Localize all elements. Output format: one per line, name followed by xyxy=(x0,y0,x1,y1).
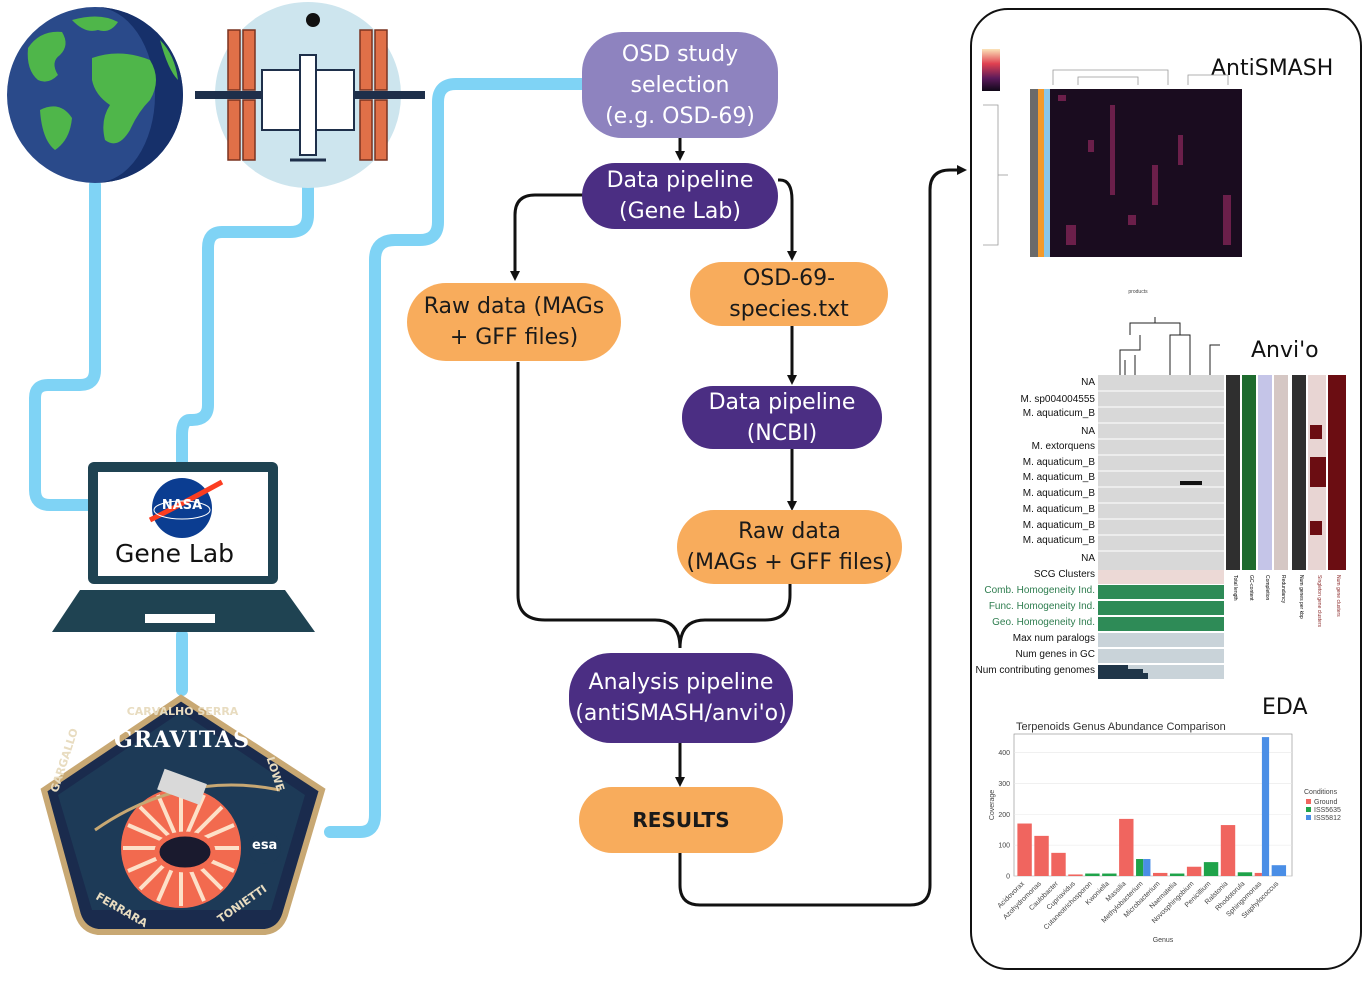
anvio-dendrogram xyxy=(1119,317,1220,375)
anvio-heatmap xyxy=(1098,375,1346,679)
osd-selection-node: OSD study selection (e.g. OSD-69) xyxy=(582,32,778,138)
analysis-pipeline-node: Analysis pipeline (antiSMASH/anvi'o) xyxy=(569,653,793,743)
y-tick-label: 200 xyxy=(998,812,1010,819)
bar-ground xyxy=(1119,818,1134,876)
bar-iss5635 xyxy=(1085,873,1100,876)
anvio-row-label: M. extorquens xyxy=(1031,441,1095,452)
antismash-xaxis-label: products xyxy=(1128,289,1148,295)
antismash-title: AntiSMASH xyxy=(1211,56,1334,81)
anvio-layer-label: Num genes in GC xyxy=(1015,649,1095,660)
anvio-column-label: Singleton gene clusters xyxy=(1316,575,1322,627)
earth-icon xyxy=(7,7,183,183)
y-axis-label: Coverage xyxy=(989,790,996,820)
anvio-layer-label: Func. Homogeneity Ind. xyxy=(988,601,1095,612)
bar-ground xyxy=(1186,866,1202,876)
anvio-row-label: M. aquaticum_B xyxy=(1022,488,1095,499)
anvio-column-label: Completion xyxy=(1264,575,1270,601)
esa-logo-text: esa xyxy=(252,838,278,853)
y-tick-label: 300 xyxy=(998,781,1010,788)
legend-label: Ground xyxy=(1314,799,1337,806)
anvio-row-label: M. aquaticum_B xyxy=(1022,520,1095,531)
anvio-column-label: GC-content xyxy=(1248,575,1254,601)
anvio-row-labels: NA M. sp004004555 M. aquaticum_B NA M. e… xyxy=(978,375,1095,570)
y-tick-label: 400 xyxy=(998,750,1010,757)
anvio-column-label: Num genes per kbp xyxy=(1298,575,1304,619)
legend-swatch xyxy=(1306,807,1311,812)
results-node: RESULTS xyxy=(579,787,783,853)
bar-ground xyxy=(1051,852,1066,876)
raw-data-left-node: Raw data (MAGs + GFF files) xyxy=(407,283,621,361)
laptop-label: Gene Lab xyxy=(115,539,235,568)
y-tick-label: 100 xyxy=(998,843,1010,850)
gravitas-patch-icon xyxy=(40,694,326,935)
anvio-layer-label: Geo. Homogeneity Ind. xyxy=(992,617,1095,628)
anvio-layer-label: Num contributing genomes xyxy=(975,665,1095,676)
anvio-row-label: M. aquaticum_B xyxy=(1022,535,1095,546)
raw-data-right-node: Raw data (MAGs + GFF files) xyxy=(677,510,902,584)
nasa-label: NASA xyxy=(161,498,203,513)
bar-iss5812 xyxy=(1143,859,1151,876)
anvio-column-labels: Total length GC-content Completion Redun… xyxy=(1226,575,1351,630)
patch-title-text: GRAVITAS xyxy=(113,727,251,753)
anvio-row-label: NA xyxy=(1081,426,1095,437)
anvio-column-label: Redundancy xyxy=(1280,575,1286,604)
anvio-row-label: NA xyxy=(1081,553,1095,564)
anvio-layer-label: Max num paralogs xyxy=(1012,633,1095,644)
legend-swatch xyxy=(1306,799,1311,804)
anvio-row-label: M. aquaticum_B xyxy=(1022,504,1095,515)
anvio-row-label: M. aquaticum_B xyxy=(1022,457,1095,468)
bar-iss5635 xyxy=(1203,862,1219,876)
anvio-row-label: M. aquaticum_B xyxy=(1022,472,1095,483)
y-tick-label: 0 xyxy=(1006,874,1010,881)
chart-title: Terpenoids Genus Abundance Comparison xyxy=(1016,721,1226,733)
bar-ground xyxy=(1220,825,1236,876)
legend-label: ISS5812 xyxy=(1314,815,1341,822)
bar-ground xyxy=(1034,835,1049,876)
antismash-heatmap: products xyxy=(982,49,1242,295)
anvio-row-label: M. aquaticum_B xyxy=(1022,408,1095,419)
nasa-logo-icon xyxy=(148,478,224,538)
bar-ground xyxy=(1254,872,1262,876)
bar-ground xyxy=(1017,823,1032,876)
anvio-title: Anvi'o xyxy=(1251,338,1319,363)
bar-iss5635 xyxy=(1237,872,1253,876)
anvio-column-label: Num gene clusters xyxy=(1335,575,1341,617)
data-lines xyxy=(29,78,588,838)
plot-area xyxy=(1013,733,1293,877)
eda-title: EDA xyxy=(1262,695,1308,720)
legend-title: Conditions xyxy=(1304,789,1338,796)
legend-label: ISS5635 xyxy=(1314,807,1341,814)
anvio-row-label: M. sp004004555 xyxy=(1020,394,1095,405)
x-axis-label: Genus xyxy=(1153,937,1174,944)
bar-iss5812 xyxy=(1271,865,1287,876)
bar-ground xyxy=(1153,872,1168,876)
anvio-layer-label: SCG Clusters xyxy=(1033,569,1095,580)
bar-iss5812 xyxy=(1261,737,1270,876)
anvio-layer-label: Comb. Homogeneity Ind. xyxy=(984,585,1095,596)
patch-top-text: CARVALHO SERRA xyxy=(126,705,239,718)
bar-ground xyxy=(1068,874,1083,876)
space-station-icon xyxy=(195,2,425,188)
eda-bar-chart: Terpenoids Genus Abundance Comparison 0 10… xyxy=(989,721,1341,944)
anvio-row-label: NA xyxy=(1081,377,1095,388)
bar-iss5635 xyxy=(1169,873,1185,876)
species-file-node: OSD-69- species.txt xyxy=(690,262,888,326)
legend-swatch xyxy=(1306,815,1311,820)
genelab-pipeline-node: Data pipeline (Gene Lab) xyxy=(582,163,778,229)
anvio-layer-labels: SCG Clusters Comb. Homogeneity Ind. Func… xyxy=(960,568,1095,683)
ncbi-pipeline-node: Data pipeline (NCBI) xyxy=(682,386,882,449)
bar-iss5635 xyxy=(1136,859,1144,876)
anvio-column-label: Total length xyxy=(1232,575,1238,601)
bar-iss5635 xyxy=(1102,873,1117,876)
